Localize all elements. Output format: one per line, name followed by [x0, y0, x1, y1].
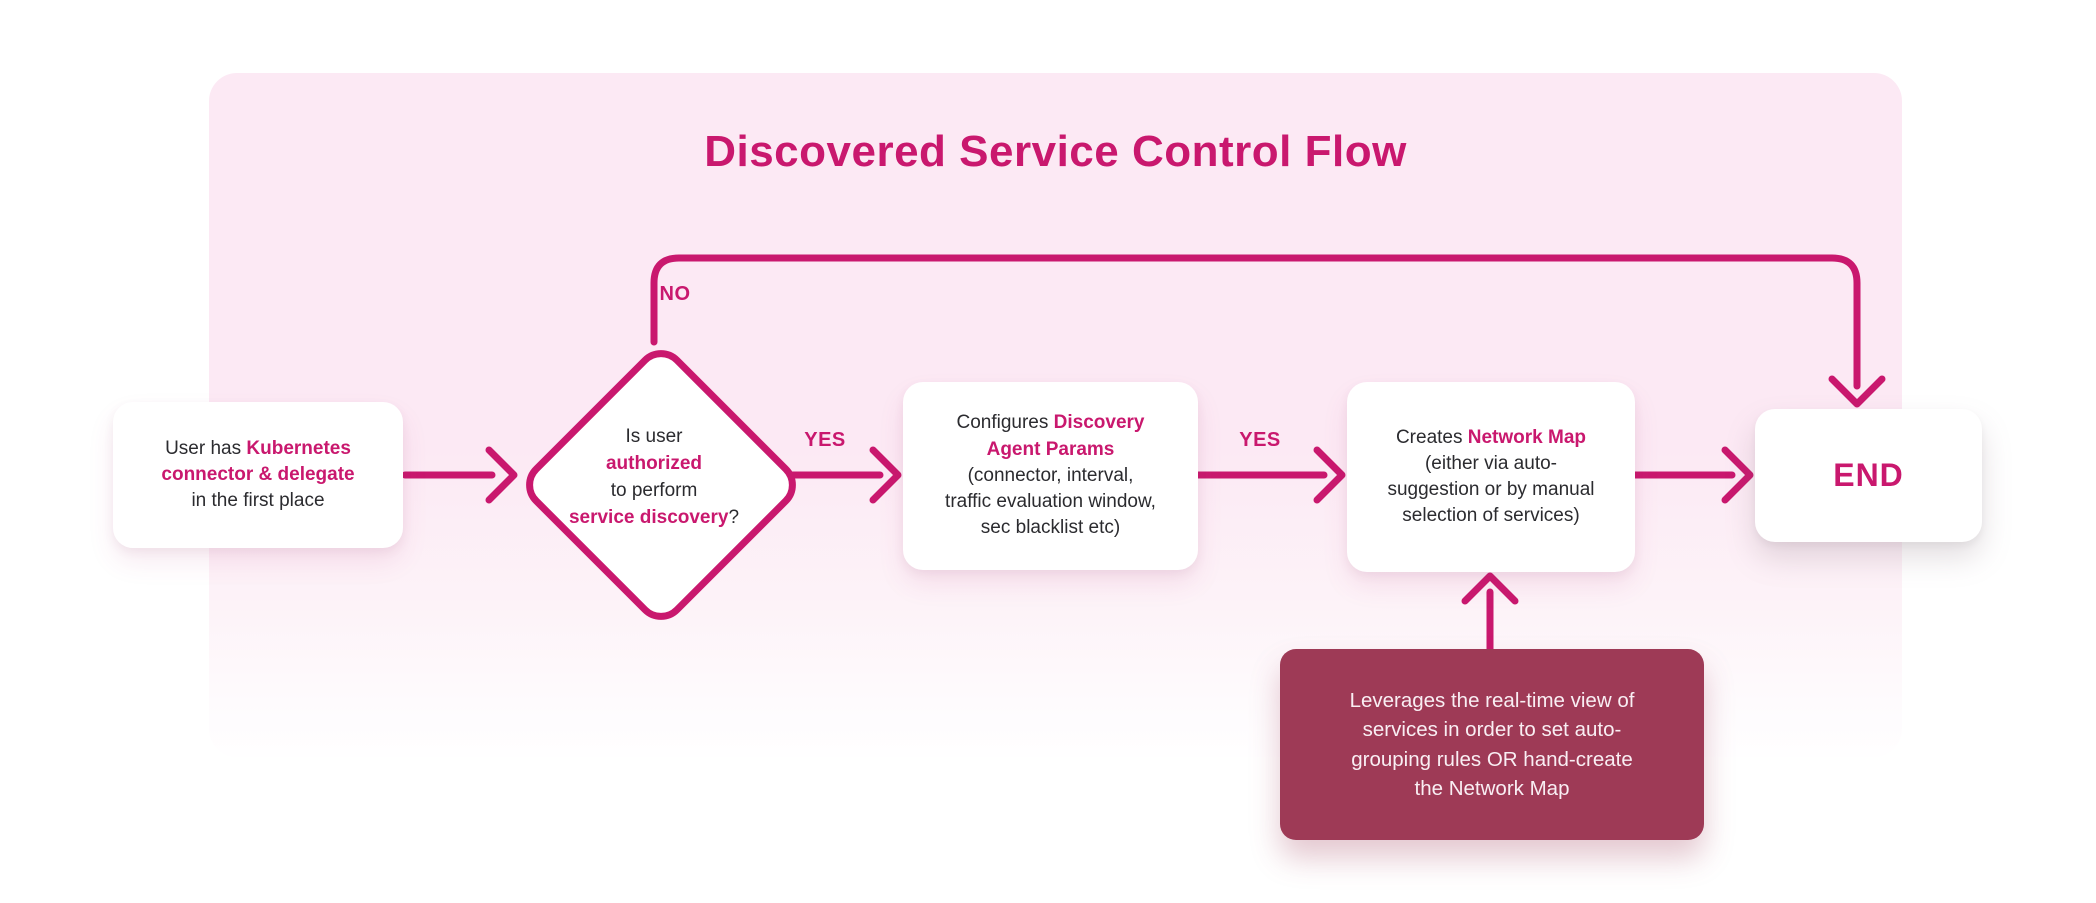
node-end: END: [1755, 409, 1982, 542]
edge-label-no: NO: [659, 283, 691, 305]
node-create-network-map: Creates Network Map(either via auto-sugg…: [1347, 382, 1635, 572]
edge-label-yes-1: YES: [804, 429, 846, 451]
page-title: Discovered Service Control Flow: [704, 127, 1407, 176]
edge-label-yes-2: YES: [1239, 429, 1281, 451]
